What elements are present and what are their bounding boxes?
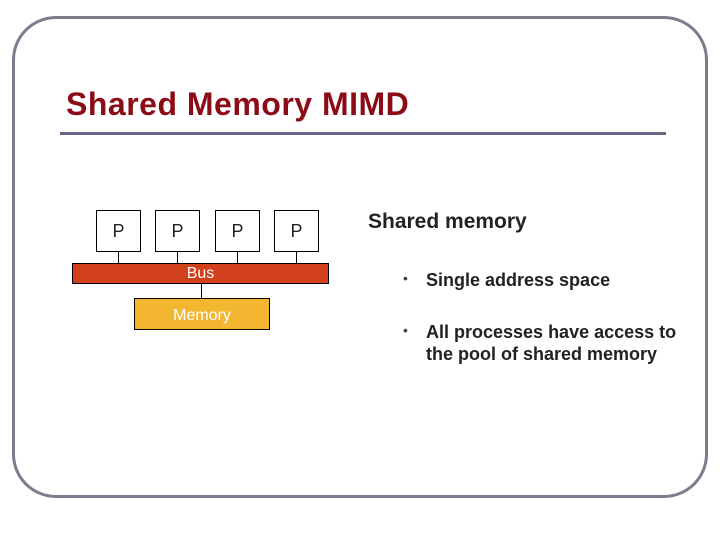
processor-3-bus-link — [237, 252, 238, 263]
bullet-single-address-space: Single address space — [426, 270, 611, 290]
processor-box-3: P — [215, 210, 260, 252]
slide-frame — [12, 16, 708, 498]
memory-box: Memory — [134, 298, 270, 330]
slide-title: Shared Memory MIMD — [66, 86, 410, 122]
processor-box-2: P — [155, 210, 200, 252]
bullet-marker-1: • — [403, 270, 408, 286]
bus-bar: Bus — [72, 263, 329, 284]
processor-box-1: P — [96, 210, 141, 252]
bullet-shared-pool-access: All processes have access to the pool of… — [426, 322, 677, 364]
processor-1-bus-link — [118, 252, 119, 263]
processor-4-bus-link — [296, 252, 297, 263]
processor-box-4: P — [274, 210, 319, 252]
processor-2-bus-link — [177, 252, 178, 263]
shared-memory-heading: Shared memory — [368, 210, 527, 233]
title-divider — [60, 132, 666, 135]
bus-memory-link — [201, 284, 202, 298]
bullet-marker-2: • — [403, 322, 408, 338]
